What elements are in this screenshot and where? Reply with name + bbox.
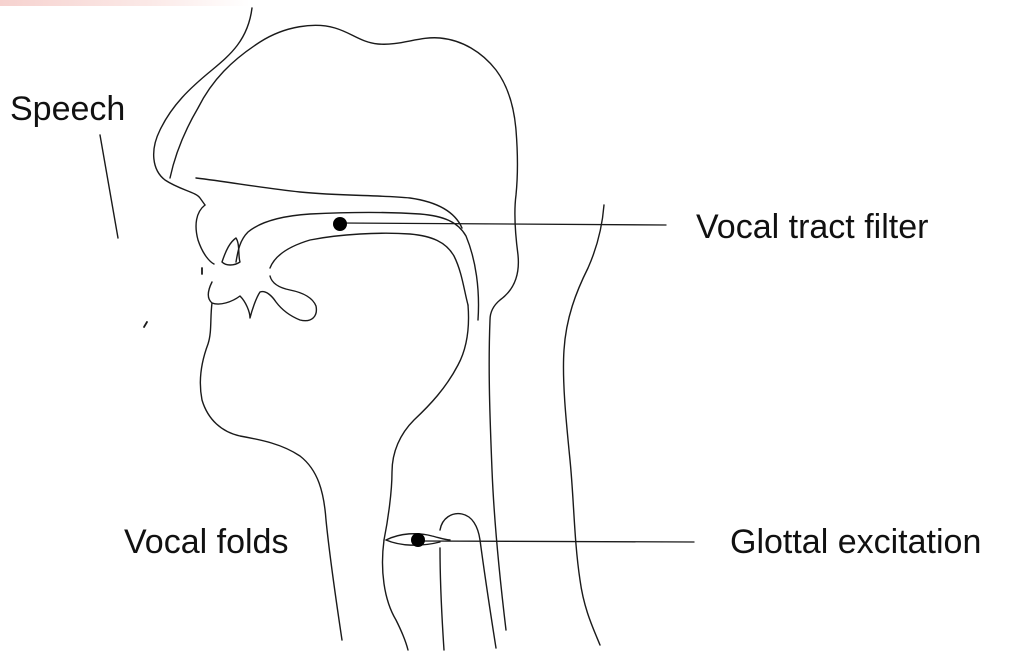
neck-back-outline: [563, 205, 604, 645]
larynx-front: [383, 540, 409, 650]
upper-lip-outline: [196, 178, 462, 228]
vocal-folds-label: Vocal folds: [124, 525, 288, 559]
pharynx-front-wall: [384, 305, 469, 540]
speech-label: Speech: [10, 92, 125, 126]
epiglottis-outline: [440, 514, 496, 648]
vocal-tract-marker-dot: [333, 217, 347, 231]
glottal-excitation-label: Glottal excitation: [730, 525, 981, 559]
face-front-outline: [196, 205, 214, 264]
head-back-outline: [154, 8, 252, 205]
hard-palate-upper: [236, 213, 479, 321]
upper-teeth-outline: [222, 238, 240, 265]
tongue-dorsum-outline: [270, 233, 468, 305]
chin-neck-outline: [200, 303, 342, 640]
lower-lip-outline: [208, 276, 316, 321]
vocal-tract-leader-line: [340, 223, 666, 225]
stray-mark: [144, 322, 147, 327]
glottal-leader-line: [418, 541, 694, 542]
glottal-marker-dot: [411, 533, 425, 547]
speech-output-line: [100, 135, 118, 238]
trachea-back: [440, 548, 444, 650]
vocal-tract-filter-label: Vocal tract filter: [696, 210, 928, 244]
